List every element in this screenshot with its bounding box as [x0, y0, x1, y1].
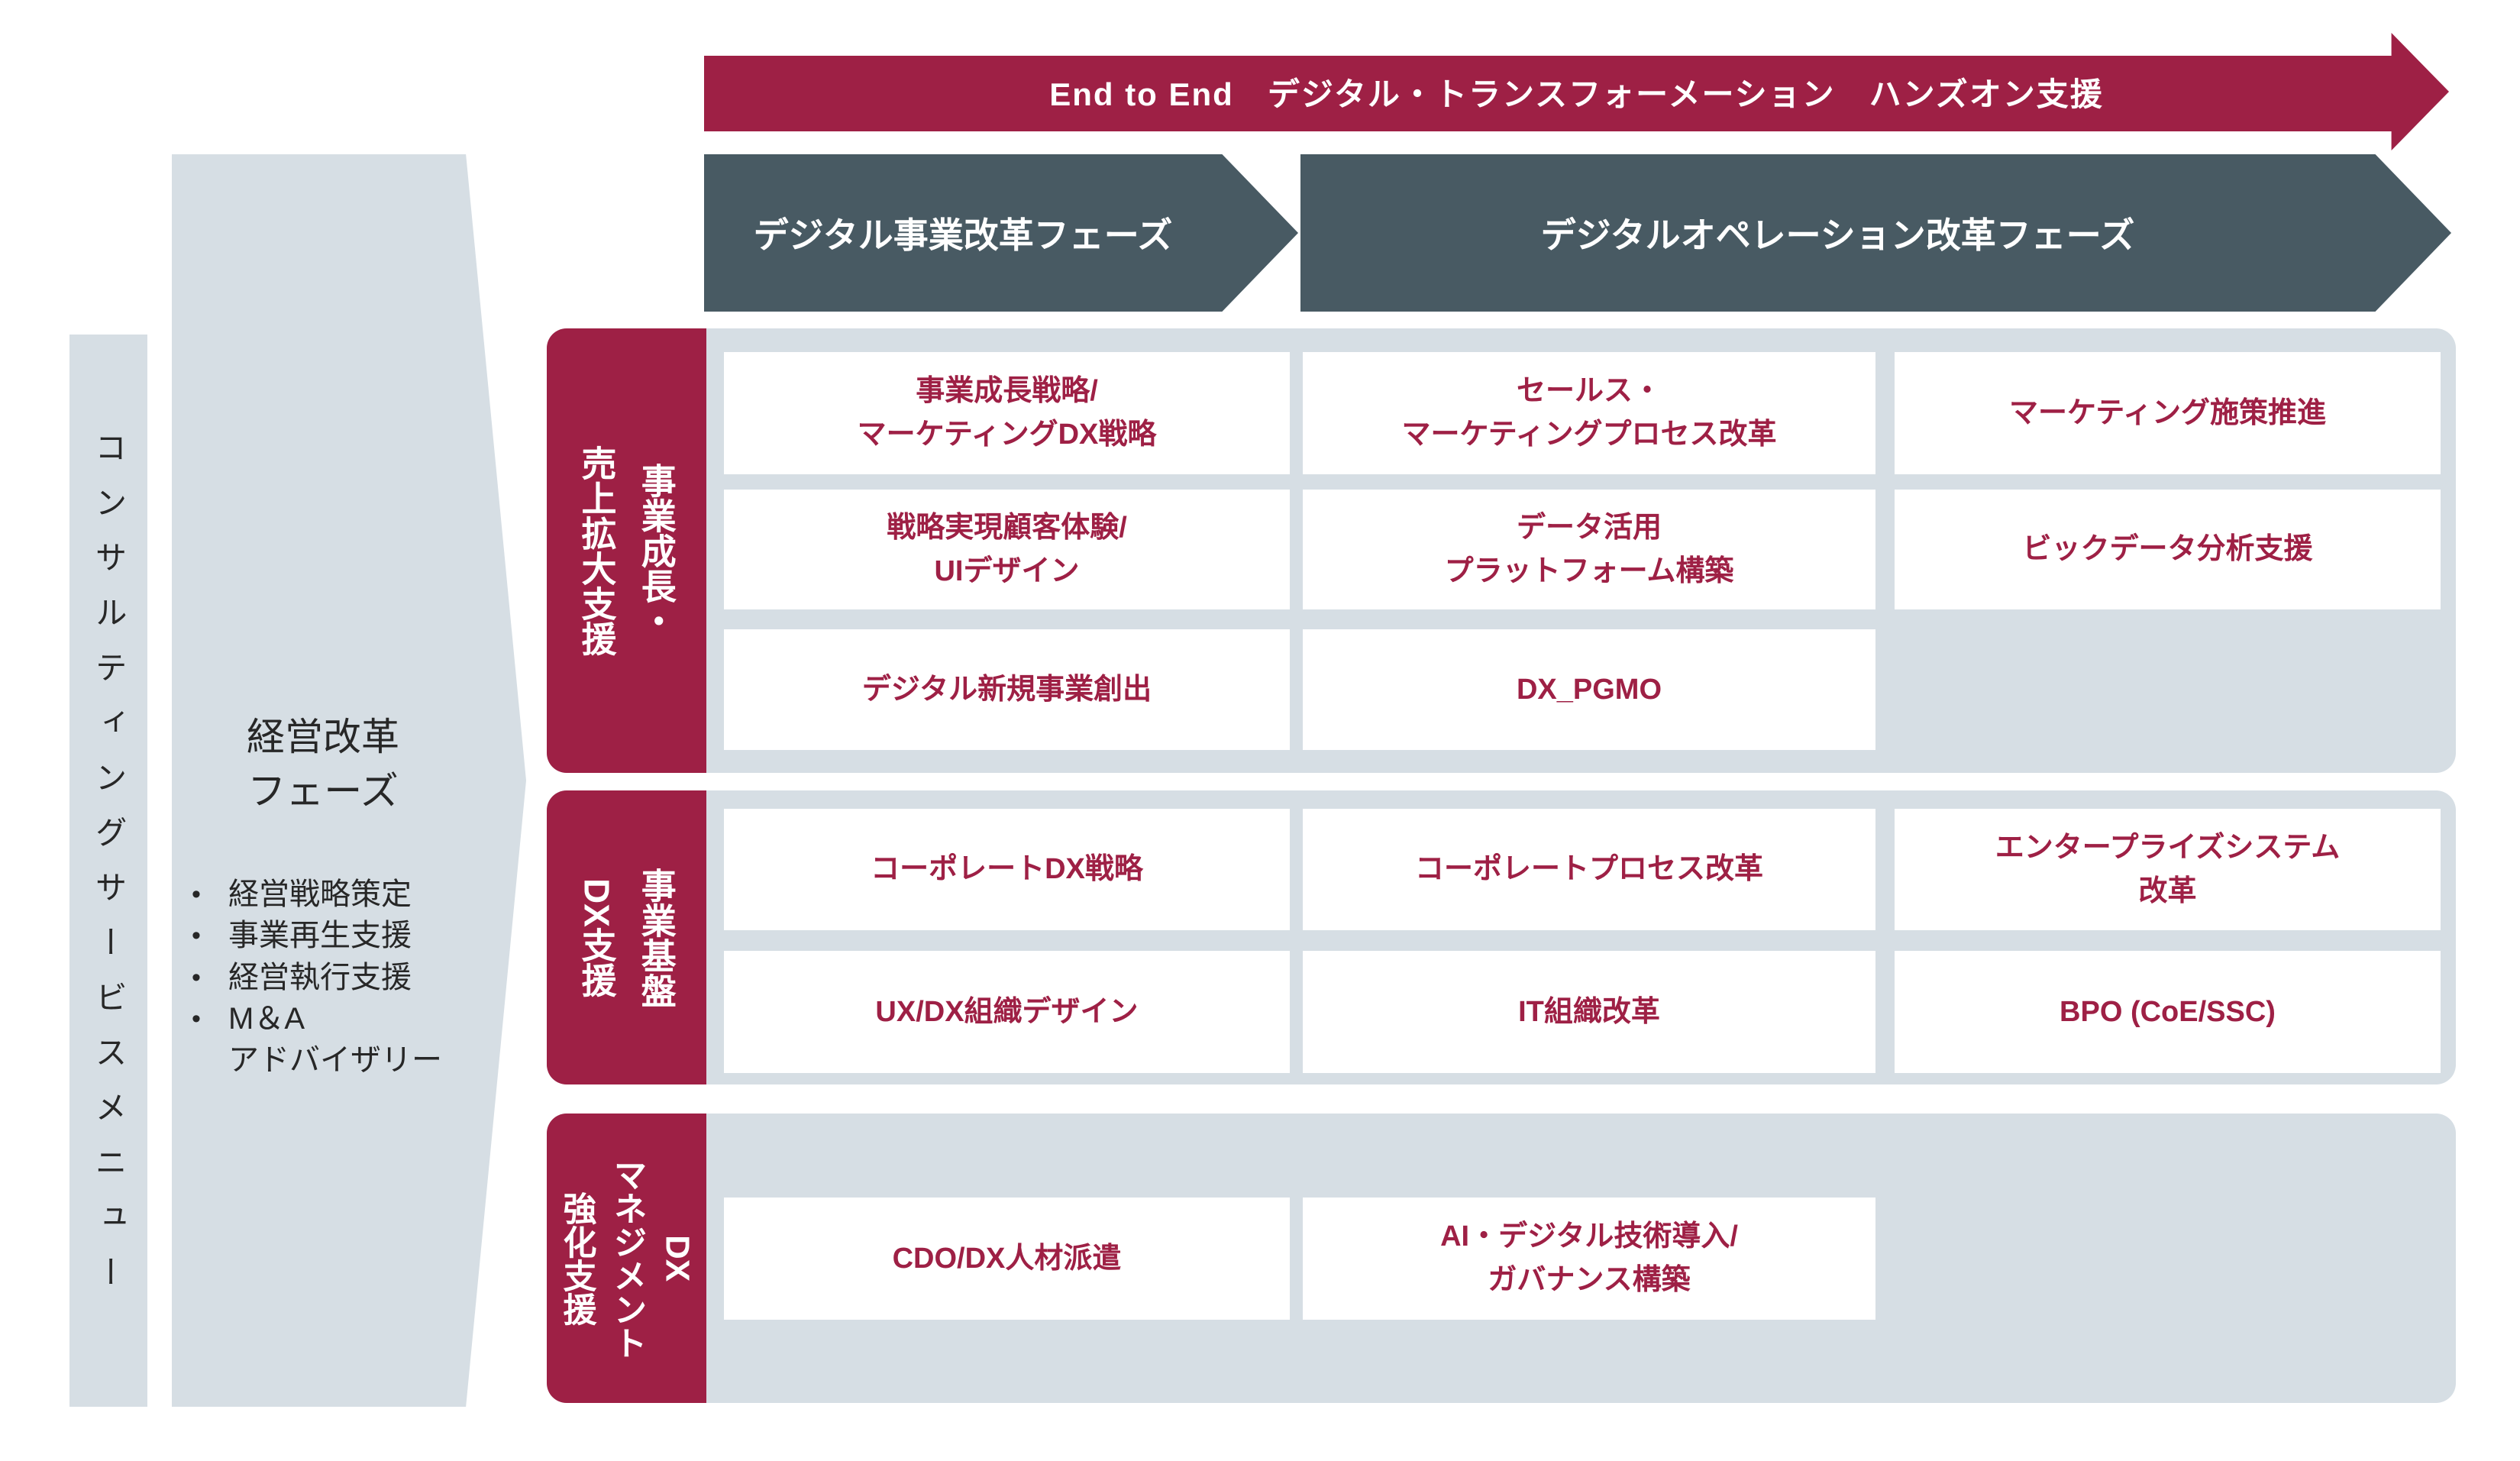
group-header-business-foundation-dx-label: 事業基盤 DX支援	[577, 867, 677, 1008]
management-reform-phase-title: 経営改革 フェーズ	[247, 716, 399, 813]
consulting-service-menu-label: コンサルティングサービスメニュー	[91, 431, 127, 1311]
group-header-business-growth-label: 事業成長・ 売上拡大支援	[577, 445, 677, 656]
management-reform-phase-panel: 経営改革 フェーズ • 経営戦略策定 • 事業再生支援 • 経営執行支援 • M…	[172, 154, 526, 1407]
service-cell-corporate-process-reform: コーポレートプロセス改革	[1303, 809, 1875, 930]
bullet-icon: •	[192, 921, 201, 951]
service-cell-corporate-dx-strategy: コーポレートDX戦略	[724, 809, 1290, 930]
group-header-dx-management-label: DX マネジメント 強化支援	[557, 1157, 696, 1359]
service-cell-sales-marketing-process-reform: セールス・ マーケティングプロセス改革	[1303, 352, 1875, 474]
service-cell-ux-dx-organization-design: UX/DX組織デザイン	[724, 951, 1290, 1073]
service-cell-bpo-coe-ssc: BPO (CoE/SSC)	[1895, 951, 2441, 1073]
service-cell-customer-experience-ui-design: 戦略実現顧客体験/ UIデザイン	[724, 490, 1290, 609]
list-item: • 経営戦略策定	[192, 874, 474, 915]
management-reform-phase-content: 経営改革 フェーズ • 経営戦略策定 • 事業再生支援 • 経営執行支援 • M…	[172, 710, 474, 1081]
group-header-business-foundation-dx: 事業基盤 DX支援	[547, 790, 706, 1084]
list-item: • 事業再生支援	[192, 915, 474, 956]
end-to-end-banner-label: End to End デジタル・トランスフォーメーション ハンズオン支援	[1049, 76, 2104, 112]
list-item: • 経営執行支援	[192, 957, 474, 998]
bullet-icon: •	[192, 880, 201, 909]
bullet-text: M＆A アドバイザリー	[228, 1002, 442, 1078]
service-cell-marketing-measure-promotion: マーケティング施策推進	[1895, 352, 2441, 474]
group-header-business-growth: 事業成長・ 売上拡大支援	[547, 328, 706, 773]
management-reform-bullet-list: • 経営戦略策定 • 事業再生支援 • 経営執行支援 • M＆A アドバイザリー	[172, 874, 474, 1081]
service-cell-ai-digital-tech-governance: AI・デジタル技術導入/ ガバナンス構築	[1303, 1198, 1875, 1320]
service-cell-bigdata-analysis-support: ビックデータ分析支援	[1895, 490, 2441, 609]
service-cell-business-growth-strategy: 事業成長戦略/ マーケティングDX戦略	[724, 352, 1290, 474]
service-cell-data-platform-construction: データ活用 プラットフォーム構築	[1303, 490, 1875, 609]
list-item: • M＆A アドバイザリー	[192, 998, 474, 1081]
consulting-service-menu-bar: コンサルティングサービスメニュー	[69, 335, 147, 1407]
phase-arrow-digital-business-reform: デジタル事業改革フェーズ	[704, 154, 1298, 312]
service-cell-digital-new-business-creation: デジタル新規事業創出	[724, 629, 1290, 750]
service-cell-enterprise-system-reform: エンタープライズシステム 改革	[1895, 809, 2441, 930]
end-to-end-banner-arrow: End to End デジタル・トランスフォーメーション ハンズオン支援	[704, 33, 2449, 150]
service-cell-dx-pgmo: DX_PGMO	[1303, 629, 1875, 750]
bullet-text: 経営執行支援	[228, 960, 412, 994]
phase-arrow-digital-operation-reform: デジタルオペレーション改革フェーズ	[1300, 154, 2451, 312]
service-cell-it-organization-reform: IT組織改革	[1303, 951, 1875, 1073]
service-cell-cdo-dx-staffing: CDO/DX人材派遣	[724, 1198, 1290, 1320]
bullet-text: 経営戦略策定	[228, 878, 412, 911]
phase-arrow-digital-operation-reform-label: デジタルオペレーション改革フェーズ	[1540, 215, 2135, 255]
bullet-icon: •	[192, 962, 201, 992]
group-header-dx-management: DX マネジメント 強化支援	[547, 1114, 706, 1403]
phase-arrow-digital-business-reform-label: デジタル事業改革フェーズ	[753, 215, 1173, 255]
bullet-text: 事業再生支援	[228, 919, 412, 953]
bullet-icon: •	[192, 1004, 201, 1034]
